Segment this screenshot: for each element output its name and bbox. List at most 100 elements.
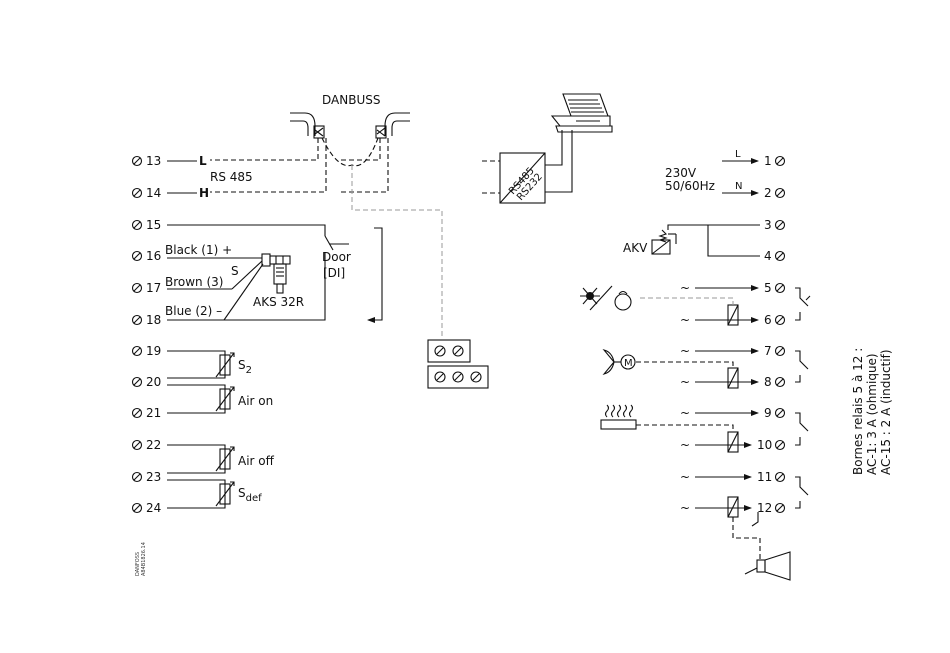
terminal-19-label: 19 bbox=[146, 344, 161, 358]
probe-air-off: Air off bbox=[167, 445, 275, 473]
door-input-label: [DI] bbox=[323, 266, 345, 280]
ac-symbol-6: ~ bbox=[680, 313, 690, 327]
supply-l: L bbox=[735, 149, 741, 160]
probe-s2: S2 bbox=[167, 351, 252, 378]
code-line-2: A84B1826.14 bbox=[141, 542, 147, 576]
terminal-8: 8 bbox=[764, 375, 785, 389]
ac-symbol-5: ~ bbox=[680, 281, 690, 295]
alarm-horn-icon bbox=[745, 552, 790, 580]
terminal-19: 19 bbox=[133, 344, 162, 358]
terminal-20-label: 20 bbox=[146, 375, 161, 389]
terminal-1: 1 bbox=[764, 154, 785, 168]
terminal-20: 20 bbox=[133, 375, 162, 389]
probe-air-on-label: Air on bbox=[238, 394, 273, 408]
note-line-3: AC-15 : 2 A (inductif) bbox=[879, 349, 893, 475]
signal-label: S bbox=[231, 264, 239, 278]
terminal-10-label: 10 bbox=[757, 438, 772, 452]
supply-voltage: 230V bbox=[665, 166, 697, 180]
note-line-2: AC-1: 3 A (ohmique) bbox=[865, 353, 879, 475]
terminal-13-label: 13 bbox=[146, 154, 161, 168]
display-connector-3pin bbox=[428, 366, 488, 388]
terminal-14-label: 14 bbox=[146, 186, 161, 200]
ac-symbol-12: ~ bbox=[680, 501, 690, 515]
terminal-13: 13 bbox=[133, 154, 162, 168]
relay-rating-note: Bornes relais 5 à 12 : AC-1: 3 A (ohmiqu… bbox=[851, 348, 893, 475]
probe-air-on: Air on bbox=[167, 385, 273, 413]
terminal-11: 11 bbox=[757, 470, 785, 484]
relay-group-alarm: ~ ~ bbox=[680, 470, 808, 560]
pc-terminal-icon bbox=[552, 94, 612, 132]
terminal-7: 7 bbox=[764, 344, 785, 358]
terminal-9: 9 bbox=[764, 406, 785, 420]
terminal-2-label: 2 bbox=[764, 186, 772, 200]
terminal-18-label: 18 bbox=[146, 313, 161, 327]
terminal-5-label: 5 bbox=[764, 281, 772, 295]
terminal-16: 16 bbox=[133, 249, 162, 263]
terminal-23: 23 bbox=[133, 470, 162, 484]
ac-symbol-11: ~ bbox=[680, 470, 690, 484]
terminal-17: 17 bbox=[133, 281, 162, 295]
supply-frequency: 50/60Hz bbox=[665, 179, 715, 193]
terminal-6: 6 bbox=[764, 313, 785, 327]
terminal-6-label: 6 bbox=[764, 313, 772, 327]
terminal-15-label: 15 bbox=[146, 218, 161, 232]
wire-black-label: Black (1) + bbox=[165, 243, 232, 257]
ac-symbol-9: ~ bbox=[680, 406, 690, 420]
rs485-rs232-converter: RS485 RS232 bbox=[482, 130, 572, 203]
terminal-17-label: 17 bbox=[146, 281, 161, 295]
terminal-23-label: 23 bbox=[146, 470, 161, 484]
terminal-9-label: 9 bbox=[764, 406, 772, 420]
ac-symbol-8: ~ bbox=[680, 375, 690, 389]
right-terminal-block: 1 2 3 4 5 6 7 8 9 10 11 12 bbox=[757, 154, 785, 515]
terminal-2: 2 bbox=[764, 186, 785, 200]
akv-label: AKV bbox=[623, 241, 648, 255]
ac-symbol-7: ~ bbox=[680, 344, 690, 358]
terminal-4-label: 4 bbox=[764, 249, 772, 263]
terminal-22-label: 22 bbox=[146, 438, 161, 452]
danbuss-title: DANBUSS bbox=[322, 93, 380, 107]
wire-brown-label: Brown (3) bbox=[165, 275, 223, 289]
probe-air-off-label: Air off bbox=[238, 454, 275, 468]
akv-valve: AKV bbox=[623, 225, 760, 256]
probe-s2-label: S2 bbox=[238, 358, 252, 376]
terminal-21-label: 21 bbox=[146, 406, 161, 420]
terminal-16-label: 16 bbox=[146, 249, 161, 263]
terminal-12: 12 bbox=[757, 501, 785, 515]
terminal-15: 15 bbox=[133, 218, 162, 232]
terminal-4: 4 bbox=[764, 249, 785, 263]
terminal-14: 14 bbox=[133, 186, 162, 200]
terminal-1-label: 1 bbox=[764, 154, 772, 168]
terminal-3-label: 3 bbox=[764, 218, 772, 232]
terminal-5: 5 bbox=[764, 281, 785, 295]
motor-label: M bbox=[624, 358, 633, 369]
terminal-22: 22 bbox=[133, 438, 162, 452]
terminal-3: 3 bbox=[764, 218, 785, 232]
terminal-24-label: 24 bbox=[146, 501, 161, 515]
supply-n: N bbox=[735, 181, 742, 192]
left-terminal-block: 13 14 15 16 17 18 19 20 bbox=[133, 154, 162, 515]
aks32r-transmitter: Black (1) + Brown (3) Blue (2) – S AKS 3… bbox=[165, 243, 304, 320]
bus-line-l: L bbox=[199, 154, 207, 168]
heater-icon bbox=[601, 405, 636, 429]
document-code: DANFOSS A84B1826.14 bbox=[135, 542, 147, 576]
bus-line-h: H bbox=[199, 186, 209, 200]
terminal-18: 18 bbox=[133, 313, 162, 327]
door-label: Door bbox=[322, 250, 351, 264]
wire-blue-label: Blue (2) – bbox=[165, 304, 222, 318]
terminal-12-label: 12 bbox=[757, 501, 772, 515]
display-connector-2pin bbox=[428, 340, 470, 362]
note-line-1: Bornes relais 5 à 12 : bbox=[851, 348, 865, 475]
terminal-7-label: 7 bbox=[764, 344, 772, 358]
fan-motor-icon: M bbox=[604, 350, 635, 374]
terminal-8-label: 8 bbox=[764, 375, 772, 389]
terminal-11-label: 11 bbox=[757, 470, 772, 484]
terminal-10: 10 bbox=[757, 438, 785, 452]
light-icon bbox=[580, 286, 631, 310]
danbuss-bus: DANBUSS L H RS 485 bbox=[199, 93, 442, 338]
terminal-21: 21 bbox=[133, 406, 162, 420]
sensor-model-label: AKS 32R bbox=[253, 295, 304, 309]
power-supply: 230V 50/60Hz L N bbox=[665, 149, 758, 193]
probe-sdef: Sdef bbox=[167, 480, 262, 508]
terminal-24: 24 bbox=[133, 501, 162, 515]
